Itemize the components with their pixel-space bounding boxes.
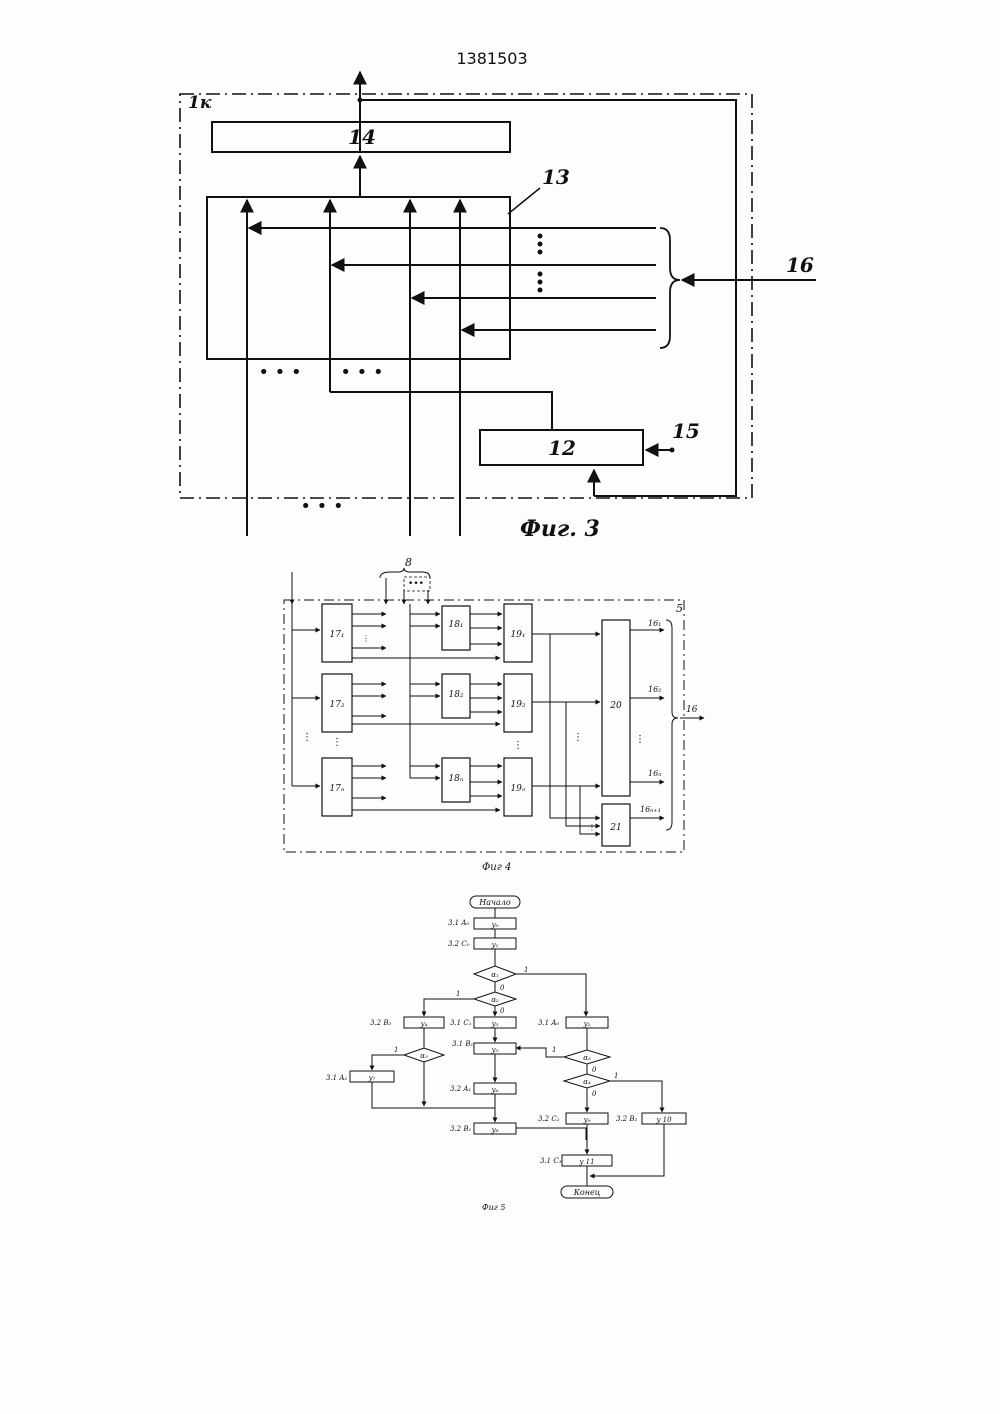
svg-text:⋮: ⋮ xyxy=(588,823,596,832)
svg-text:3.1 B₁: 3.1 B₁ xyxy=(452,1040,474,1048)
svg-text:α₂: α₂ xyxy=(491,996,499,1004)
svg-text:3.1 C₁: 3.1 C₁ xyxy=(450,1019,472,1027)
svg-text:0: 0 xyxy=(500,1007,505,1015)
fig3-block-13 xyxy=(207,197,510,359)
svg-text:18ₙ: 18ₙ xyxy=(448,774,463,784)
fig3: 1к 14 13 16 • • • • • • xyxy=(180,72,816,542)
svg-text:19₂: 19₂ xyxy=(510,700,525,710)
svg-text:y 10: y 10 xyxy=(655,1116,672,1124)
svg-text:1: 1 xyxy=(394,1046,398,1054)
svg-text:8: 8 xyxy=(405,556,412,569)
svg-text:⋮: ⋮ xyxy=(573,732,583,743)
svg-text:α₁: α₁ xyxy=(491,971,499,979)
svg-text:y₅: y₅ xyxy=(491,1046,499,1054)
svg-text:3.1 A₀: 3.1 A₀ xyxy=(538,1019,559,1027)
svg-text:1: 1 xyxy=(614,1072,618,1080)
svg-text:3.2 B₂: 3.2 B₂ xyxy=(370,1019,392,1027)
svg-text:21: 21 xyxy=(609,823,621,833)
svg-text:⋮: ⋮ xyxy=(635,734,645,745)
svg-text:17ₙ: 17ₙ xyxy=(329,784,344,794)
svg-text:⋮: ⋮ xyxy=(302,732,312,743)
svg-text:3.2 C₀: 3.2 C₀ xyxy=(448,940,470,948)
svg-text:y 11: y 11 xyxy=(578,1158,594,1166)
svg-text:y₂: y₂ xyxy=(583,1020,591,1028)
svg-text:1: 1 xyxy=(456,990,460,998)
svg-text:Начало: Начало xyxy=(478,898,511,907)
svg-text:16ₙ: 16ₙ xyxy=(648,769,661,778)
svg-text:•••: ••• xyxy=(408,579,424,589)
svg-text:19₁: 19₁ xyxy=(510,630,525,640)
fig3-block-12-label: 12 xyxy=(548,436,576,460)
svg-text:0: 0 xyxy=(592,1090,597,1098)
fig3-block-14-label: 14 xyxy=(348,125,376,149)
svg-text:⋮: ⋮ xyxy=(513,740,523,751)
fig5-caption: Фиг 5 xyxy=(482,1203,505,1212)
svg-text:y₄: y₄ xyxy=(420,1020,428,1028)
svg-text:• • •: • • • xyxy=(258,362,301,383)
svg-text:17₂: 17₂ xyxy=(329,700,344,710)
fig3-block-13-label: 13 xyxy=(542,165,570,189)
svg-text:1: 1 xyxy=(524,966,528,974)
svg-text:• • •: • • • xyxy=(300,496,343,517)
fig4: 5 8 ••• ⋮ ⋮ 17₁ ⋮ 18₁ 19₁ xyxy=(284,556,704,873)
svg-text:3.2 B₂: 3.2 B₂ xyxy=(616,1115,638,1123)
svg-text:α₃: α₃ xyxy=(583,1054,591,1062)
svg-text:3.2 A₁: 3.2 A₁ xyxy=(450,1085,471,1093)
svg-text:3.1 A₂: 3.1 A₂ xyxy=(326,1074,347,1082)
svg-text:16: 16 xyxy=(686,705,698,715)
fig3-input-15-label: 15 xyxy=(672,419,700,443)
fig4-caption: Фиг 4 xyxy=(482,862,511,873)
svg-text:1: 1 xyxy=(552,1046,556,1054)
svg-text:20: 20 xyxy=(609,701,622,711)
fig3-bus-16-label: 16 xyxy=(786,253,814,277)
fig3-frame xyxy=(180,94,752,498)
svg-text:16₂: 16₂ xyxy=(648,685,661,694)
fig3-module-label: 1к xyxy=(188,93,212,113)
svg-text:16₁: 16₁ xyxy=(648,619,661,628)
svg-text:y₃: y₃ xyxy=(491,1020,499,1028)
svg-text:0: 0 xyxy=(500,984,505,992)
fig5: Начало 3.1 A₀ y₀ 3.2 C₀ y₁ α₁ 1 0 α₂ 1 0… xyxy=(326,896,686,1212)
fig3-brace xyxy=(660,228,680,348)
svg-text:⋮: ⋮ xyxy=(362,634,370,643)
svg-text:y₆: y₆ xyxy=(491,1086,499,1094)
svg-text:y₁: y₁ xyxy=(491,941,499,949)
svg-text:y₉: y₉ xyxy=(583,1116,591,1124)
svg-text:3.2 C₂: 3.2 C₂ xyxy=(538,1115,560,1123)
svg-text:α₅: α₅ xyxy=(420,1052,428,1060)
svg-text:5: 5 xyxy=(676,602,683,615)
svg-text:3.2 B₁: 3.2 B₁ xyxy=(450,1125,472,1133)
svg-text:19ₙ: 19ₙ xyxy=(510,784,525,794)
fig3-caption: Фиг. 3 xyxy=(520,516,600,542)
svg-text:3.1 A₀: 3.1 A₀ xyxy=(448,919,469,927)
svg-text:3.1 C₃: 3.1 C₃ xyxy=(540,1157,562,1165)
svg-text:⋮: ⋮ xyxy=(332,737,342,748)
patent-number: 1381503 xyxy=(456,49,527,68)
svg-text:• • •: • • • xyxy=(340,362,383,383)
svg-text:0: 0 xyxy=(592,1066,597,1074)
svg-text:α₄: α₄ xyxy=(583,1078,591,1086)
svg-text:17₁: 17₁ xyxy=(329,630,344,640)
svg-text:Конец: Конец xyxy=(573,1188,601,1197)
svg-text:y₈: y₈ xyxy=(491,1126,499,1134)
svg-text:y₇: y₇ xyxy=(368,1074,376,1082)
svg-text:y₀: y₀ xyxy=(491,921,499,929)
svg-text:16ₙ₊₁: 16ₙ₊₁ xyxy=(640,805,661,814)
svg-text:18₁: 18₁ xyxy=(448,620,463,630)
svg-text:18₂: 18₂ xyxy=(448,690,463,700)
